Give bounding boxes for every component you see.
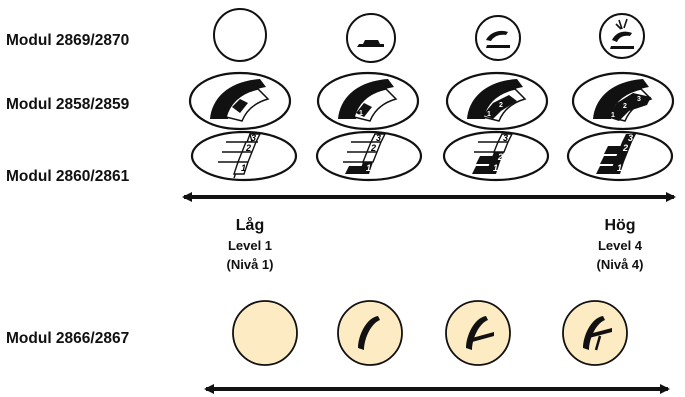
- handset-ringing-icon: [599, 13, 645, 59]
- step-number-2: 2: [245, 143, 251, 153]
- row-label-2858: Modul 2858/2859: [6, 96, 130, 113]
- step-number-1: 1: [241, 163, 246, 173]
- row-label-2866: Modul 2866/2867: [6, 330, 130, 347]
- handset-ellipse-level-2: 1: [316, 71, 420, 131]
- row4-cream-circles: [232, 300, 628, 366]
- steps-ellipse-level-4: 3 2 1: [566, 130, 674, 182]
- step-number-1: 1: [487, 111, 491, 118]
- row1-icons: [213, 8, 645, 63]
- handset-resting-icon: [346, 13, 396, 63]
- row-label-2860: Modul 2860/2861: [6, 168, 130, 185]
- cream-circle-level-1: [232, 300, 298, 366]
- step-number-2: 2: [623, 103, 627, 110]
- step-number-2: 2: [370, 143, 376, 153]
- step-number-3: 3: [251, 133, 256, 143]
- steps-ellipse-level-1: 3 2 1: [190, 130, 298, 182]
- step-number-3: 3: [376, 133, 381, 143]
- steps-ellipse-level-2: 3 2 1: [315, 130, 423, 182]
- handset-ellipse-level-3: 1 2: [445, 71, 549, 131]
- empty-circle-icon: [213, 8, 267, 62]
- cream-circle-level-3: [445, 300, 511, 366]
- steps-ellipse-level-3: 3 2 1: [442, 130, 550, 182]
- cream-circle-level-2: [337, 300, 403, 366]
- step-number-1: 1: [493, 163, 498, 173]
- scale-low-niva: (Nivå 1): [226, 257, 274, 272]
- row3-stepped-ellipses: 3 2 1 3 2 1 3 2 1 3: [190, 130, 674, 182]
- step-number-1: 1: [617, 163, 622, 173]
- scale-high-label: Hög Level 4 (Nivå 4): [588, 216, 652, 274]
- row-label-2869: Modul 2869/2870: [6, 32, 130, 49]
- step-number-1: 1: [366, 163, 371, 173]
- step-number-2: 2: [622, 143, 628, 153]
- scale-high-title: Hög: [604, 217, 636, 234]
- scale-low-title: Låg: [235, 217, 265, 234]
- scale-high-niva: (Nivå 4): [596, 257, 644, 272]
- scale-low-label: Låg Level 1 (Nivå 1): [218, 216, 282, 274]
- row2-handset-ellipses: 1 1 2 1 2 3: [188, 71, 675, 131]
- step-number-3: 3: [637, 96, 641, 103]
- handset-lifting-icon: [475, 15, 521, 61]
- step-number-3: 3: [503, 133, 508, 143]
- scale-high-level: Level 4: [597, 238, 643, 253]
- step-number-1: 1: [611, 112, 615, 119]
- handset-ellipse-level-4: 1 2 3: [571, 71, 675, 131]
- scale-low-level: Level 1: [227, 238, 273, 253]
- step-number-3: 3: [628, 133, 633, 143]
- handset-ellipse-level-1: [188, 71, 292, 131]
- step-number-2: 2: [497, 152, 503, 162]
- step-number-1: 1: [359, 110, 363, 117]
- cream-circle-level-4: [562, 300, 628, 366]
- step-number-2: 2: [499, 102, 503, 109]
